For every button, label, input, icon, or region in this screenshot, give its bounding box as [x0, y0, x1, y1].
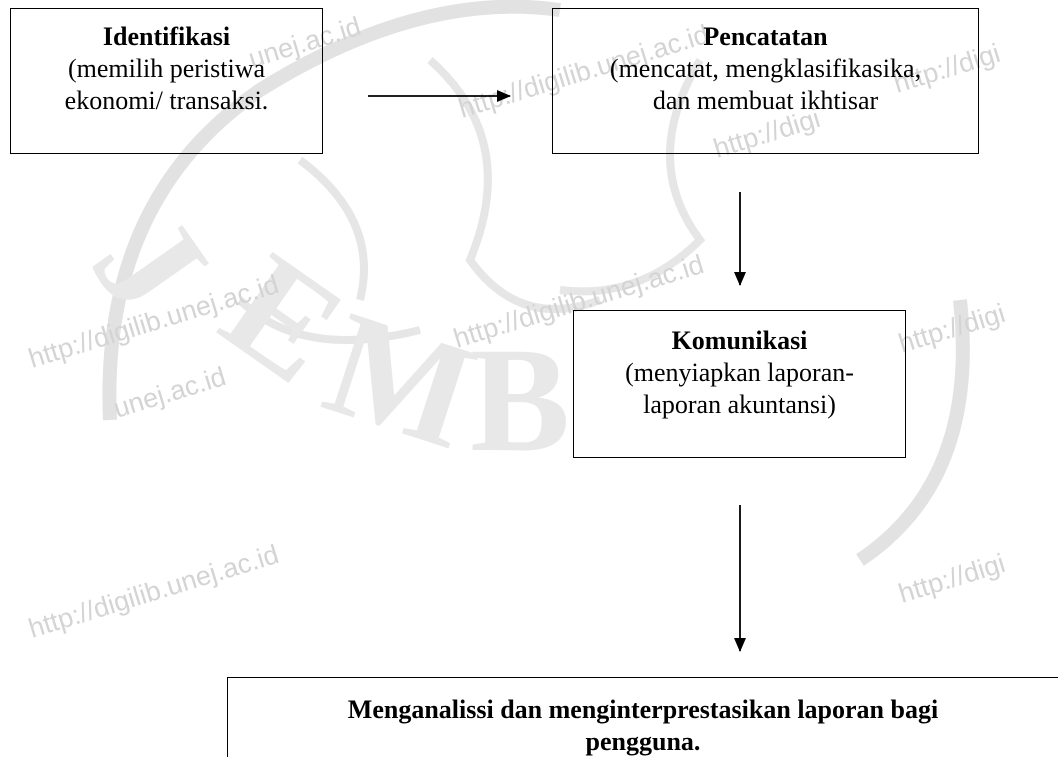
- node-description-line: (menyiapkan laporan-: [625, 358, 854, 387]
- node-komunikasi: Komunikasi (menyiapkan laporan- laporan …: [573, 310, 906, 458]
- node-description-line: dan membuat ikhtisar: [652, 86, 879, 115]
- node-title-line: Menganalissi dan menginterprestasikan la…: [347, 695, 939, 724]
- node-description-line: ekonomi/ transaksi.: [64, 86, 269, 115]
- node-title: Pencatatan: [703, 22, 828, 51]
- node-description-line: (mencatat, mengklasifikasika,: [609, 54, 922, 83]
- node-identifikasi: Identifikasi (memilih peristiwa ekonomi/…: [10, 8, 323, 154]
- node-title: Identifikasi: [102, 22, 231, 51]
- node-description-line: (memilih peristiwa: [67, 54, 266, 83]
- flow-arrows: [368, 90, 746, 652]
- node-title: Komunikasi: [671, 326, 808, 355]
- node-pencatatan: Pencatatan (mencatat, mengklasifikasika,…: [552, 8, 979, 154]
- node-description-line: laporan akuntansi): [643, 390, 836, 419]
